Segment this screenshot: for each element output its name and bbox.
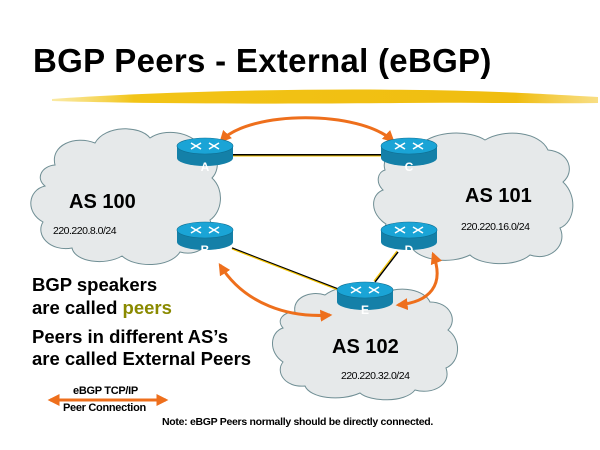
slide-title: BGP Peers - External (eBGP) <box>33 42 492 79</box>
router-arrows-icon <box>350 286 380 294</box>
peer-arrow-d-e <box>395 251 443 311</box>
peer-arrow-a-c <box>219 116 395 143</box>
peers-highlight: peers <box>122 297 172 318</box>
router-arrows-icon <box>394 226 424 234</box>
as100-label: AS 100 <box>69 191 136 213</box>
bullet-text-2-prefix: are called <box>32 297 123 318</box>
as102-label: AS 102 <box>332 336 399 358</box>
router-label-e: E <box>361 303 369 317</box>
bullet-text-1: BGP speakers <box>32 274 158 295</box>
router-d[interactable]: D <box>380 221 438 257</box>
as101-label: AS 101 <box>465 185 532 207</box>
bullet-text-3: Peers in different AS’s <box>32 326 229 347</box>
legend-line-2: Peer Connection <box>63 402 146 414</box>
title-underline-highlight <box>52 89 598 104</box>
legend-line-1: eBGP TCP/IP <box>73 385 138 397</box>
link-b-e <box>231 247 339 290</box>
router-label-d: D <box>405 243 414 257</box>
router-b[interactable]: B <box>176 221 234 257</box>
peer-arrow-b-e <box>218 262 333 322</box>
as101-network: 220.220.16.0/24 <box>461 221 530 233</box>
as102-network: 220.220.32.0/24 <box>341 370 410 382</box>
as100-network: 220.220.8.0/24 <box>53 225 117 237</box>
bullet-text-2: are called peers <box>32 297 172 319</box>
router-label-a: A <box>201 160 210 174</box>
router-arrows-icon <box>190 226 220 234</box>
router-arrows-icon <box>190 142 220 150</box>
router-c[interactable]: C <box>380 137 438 174</box>
router-label-c: C <box>405 160 414 174</box>
router-label-b: B <box>201 243 210 257</box>
link-d-e <box>374 251 399 283</box>
bullet-text-4: are called External Peers <box>32 348 252 369</box>
router-a[interactable]: A <box>176 137 234 174</box>
footnote: Note: eBGP Peers normally should be dire… <box>162 416 433 428</box>
router-arrows-icon <box>394 142 424 150</box>
router-e[interactable]: E <box>336 281 394 317</box>
